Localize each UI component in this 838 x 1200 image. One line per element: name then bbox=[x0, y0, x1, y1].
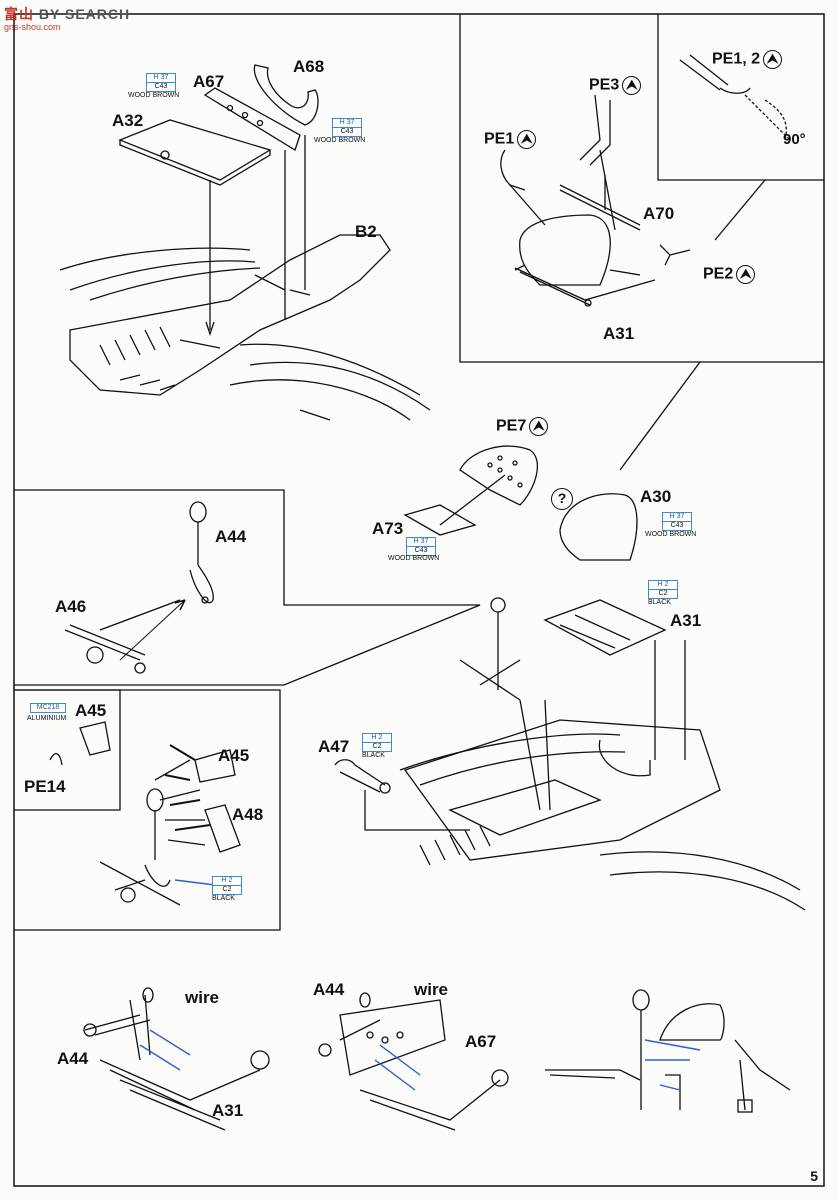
label-a31-bl: A31 bbox=[212, 1101, 244, 1120]
color-name: BLACK bbox=[362, 752, 385, 759]
label-pe2: PE2⮝ bbox=[703, 265, 756, 284]
bottom-left-assembly-drawing bbox=[83, 987, 270, 1131]
a45-inset-drawing bbox=[49, 721, 111, 766]
pe12-bend-drawing bbox=[679, 54, 791, 141]
pedal-detail-drawing bbox=[64, 501, 214, 674]
rudder-pedal-drawing bbox=[99, 749, 241, 906]
watermark: 富山 BY SEARCH bbox=[4, 4, 130, 24]
part-a32-drawing bbox=[118, 119, 272, 337]
label-a45-inset: A45 bbox=[75, 701, 107, 720]
color-name: WOOD BROWN bbox=[645, 531, 697, 538]
fold-arrow-icon: ⮝ bbox=[763, 50, 783, 69]
pe1-bracket-drawing bbox=[500, 149, 546, 226]
leader-arrows bbox=[119, 599, 211, 831]
label-a67-bm: A67 bbox=[465, 1032, 497, 1051]
angle-90: 90° bbox=[783, 131, 806, 148]
label-wire-bl: wire bbox=[185, 988, 220, 1007]
color-name: WOOD BROWN bbox=[128, 92, 180, 99]
label-a46: A46 bbox=[55, 597, 87, 616]
floor-b2-drawing bbox=[59, 234, 431, 421]
watermark-brand-a: 富山 bbox=[4, 6, 34, 22]
question-mark-icon: ? bbox=[548, 488, 573, 510]
fold-arrow-icon: ⮝ bbox=[622, 76, 642, 95]
watermark-url: gns-shou.com bbox=[4, 22, 61, 32]
part-a68-drawing bbox=[253, 64, 319, 290]
floor-frame-assembly-drawing bbox=[399, 597, 806, 911]
pe2-bracket-drawing bbox=[659, 244, 691, 266]
part-a67-drawing bbox=[203, 87, 301, 320]
label-pe3: PE3⮝ bbox=[589, 76, 642, 95]
rudder-detail-border bbox=[14, 689, 281, 931]
label-a48: A48 bbox=[232, 805, 264, 824]
color-code-box: MC218 bbox=[30, 703, 66, 713]
color-name: WOOD BROWN bbox=[388, 555, 440, 562]
fold-arrow-icon: ⮝ bbox=[529, 417, 549, 436]
page-frame bbox=[13, 13, 825, 1187]
label-a45: A45 bbox=[218, 746, 250, 765]
pedal-detail-border bbox=[14, 489, 481, 686]
bottom-right-assembly-drawing bbox=[545, 989, 791, 1113]
label-b2: B2 bbox=[355, 222, 377, 241]
color-name: BLACK bbox=[212, 895, 235, 902]
fold-arrow-icon: ⮝ bbox=[736, 265, 756, 284]
bend-inset-border bbox=[657, 14, 767, 241]
pe3-bracket-drawing bbox=[579, 94, 611, 166]
label-pe1: PE1⮝ bbox=[484, 130, 537, 149]
label-a44-bl: A44 bbox=[57, 1049, 89, 1068]
label-wire-bm: wire bbox=[414, 980, 449, 999]
label-pe7: PE7⮝ bbox=[496, 417, 549, 436]
seat-pan-drawing bbox=[514, 149, 656, 307]
page-number: 5 bbox=[810, 1168, 818, 1184]
watermark-brand-b: BY SEARCH bbox=[38, 6, 131, 22]
label-a67: A67 bbox=[193, 72, 225, 91]
label-a73: A73 bbox=[372, 519, 404, 538]
label-a31-mid: A31 bbox=[670, 611, 702, 630]
label-a32: A32 bbox=[112, 111, 144, 130]
label-a31-top: A31 bbox=[603, 324, 635, 343]
color-name: ALUMINIUM bbox=[27, 715, 67, 722]
detail-panel-border bbox=[459, 14, 702, 471]
part-a47-drawing bbox=[334, 759, 470, 831]
pe7-cushion-drawing bbox=[459, 445, 539, 506]
color-name: BLACK bbox=[648, 599, 671, 606]
label-a44-bm: A44 bbox=[313, 980, 345, 999]
a73-cushion-drawing bbox=[403, 474, 506, 536]
a30-seat-drawing bbox=[559, 493, 638, 561]
wire-lines bbox=[139, 879, 701, 1091]
color-name: WOOD BROWN bbox=[314, 137, 366, 144]
label-a47: A47 bbox=[318, 737, 350, 756]
label-a44-mid: A44 bbox=[215, 527, 247, 546]
label-a30: A30 bbox=[640, 487, 672, 506]
label-a68: A68 bbox=[293, 57, 325, 76]
bottom-mid-assembly-drawing bbox=[318, 992, 509, 1131]
label-pe12: PE1, 2⮝ bbox=[712, 50, 783, 69]
fold-arrow-icon: ⮝ bbox=[517, 130, 537, 149]
label-a70: A70 bbox=[643, 204, 675, 223]
label-pe14: PE14 bbox=[24, 777, 66, 796]
